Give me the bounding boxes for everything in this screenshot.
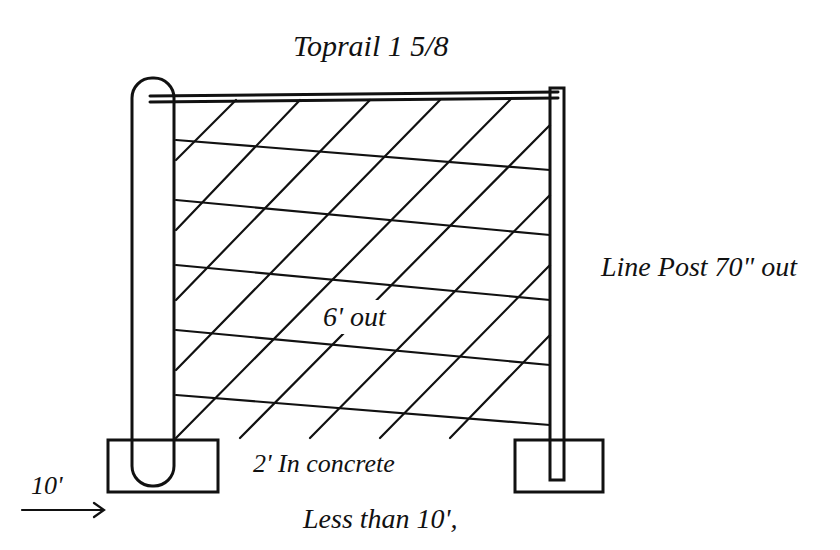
width-note: Less than 10', [300,502,461,536]
post-note: Line Post 70" out [598,250,800,284]
line-post [550,88,564,480]
footing-note: 2' In concrete [250,448,398,480]
rail-note: Toprail 1 5/8 [290,28,452,65]
chain-link-mesh [176,100,550,438]
dimension-label: 10' [28,470,66,502]
toprail [150,92,558,102]
concrete-footing [515,440,603,492]
dimension-arrow [22,503,104,517]
end-post [132,78,174,486]
height-note: 6' out [320,300,389,334]
